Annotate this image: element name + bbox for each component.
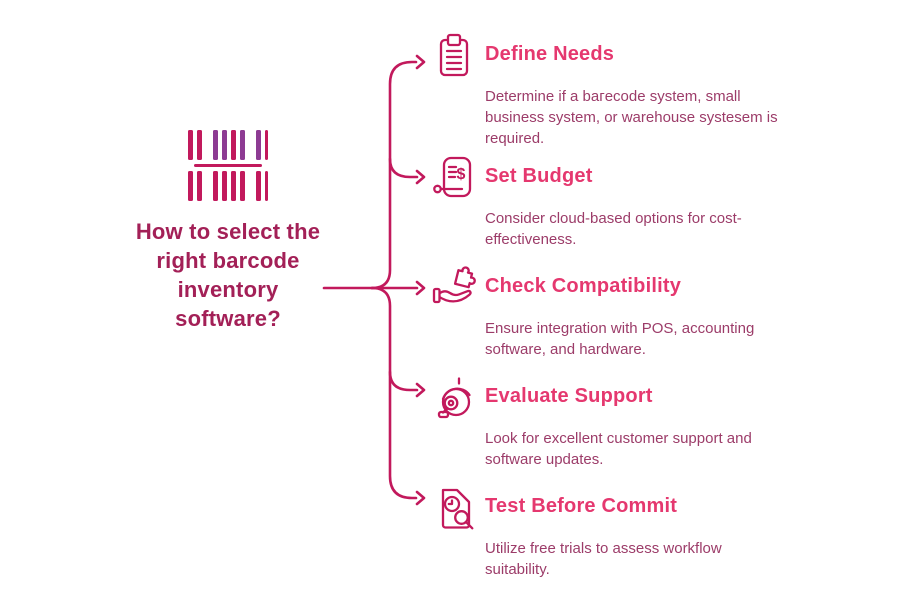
step-text: Check Compatibility Ensure integration w…	[485, 260, 754, 360]
barcode-bar	[187, 171, 193, 201]
barcode-bar	[221, 130, 227, 160]
headset-icon	[437, 377, 471, 419]
step-description: Determine if a baгecode system, small bu…	[485, 88, 778, 147]
step-heading: Evaluate Support	[485, 385, 653, 407]
step-description: Utilize free trials to assess workflow s…	[485, 540, 722, 578]
step-item-check-compatibility: Check Compatibility Ensure integration w…	[428, 260, 754, 360]
barcode-bar	[230, 171, 236, 201]
barcode-bar	[264, 171, 269, 201]
barcode-icon	[187, 130, 269, 201]
hand-puzzle-icon	[432, 266, 476, 304]
barcode-bar	[187, 130, 193, 160]
arrowhead-icon	[415, 382, 426, 398]
barcode-bar	[221, 171, 227, 201]
arrowhead-icon	[415, 490, 426, 506]
step-text: Define Needs Determine if a baгecode sys…	[485, 28, 778, 149]
barcode-bottom-row	[187, 171, 269, 201]
barcode-bar	[196, 171, 202, 201]
barcode-bar	[239, 130, 245, 160]
clipboard-icon	[439, 33, 469, 77]
arrowhead-icon	[415, 280, 426, 296]
step-item-test-before-commit: Test Before Commit Utilize free trials t…	[428, 480, 722, 580]
barcode-bar	[230, 130, 236, 160]
step-description: Consider cloud-based options for cost- e…	[485, 210, 742, 248]
invoice-dollar-icon: $	[433, 156, 472, 198]
step-item-define-needs: Define Needs Determine if a baгecode sys…	[428, 28, 778, 149]
barcode-bar	[255, 171, 261, 201]
barcode-bar	[239, 171, 245, 201]
step-heading: Test Before Commit	[485, 495, 678, 517]
step-text: Evaluate Support Look for excellent cust…	[485, 370, 752, 470]
barcode-bar	[196, 130, 202, 160]
step-text: Set Budget Consider cloud-based options …	[485, 150, 742, 250]
step-description: Look for excellent customer support and …	[485, 430, 752, 468]
main-question-title: How to select the right barcode inventor…	[135, 219, 321, 331]
barcode-bar	[212, 130, 218, 160]
barcode-top-row	[187, 130, 269, 160]
barcode-bar	[264, 130, 269, 160]
arrowhead-icon	[415, 169, 426, 185]
barcode-bar	[212, 171, 218, 201]
step-item-evaluate-support: Evaluate Support Look for excellent cust…	[428, 370, 752, 470]
step-heading: Define Needs	[485, 43, 615, 65]
arrowhead-icon	[415, 54, 426, 70]
branch-connector-lines	[322, 54, 426, 506]
step-heading: Set Budget	[485, 165, 593, 187]
barcode-separator	[194, 164, 262, 167]
question-block: How to select the right barcode inventor…	[115, 130, 341, 333]
step-heading: Check Compatibility	[485, 275, 682, 297]
step-text: Test Before Commit Utilize free trials t…	[485, 480, 722, 580]
barcode-bar	[255, 130, 261, 160]
step-description: Ensure integration with POS, accounting …	[485, 320, 755, 358]
step-item-set-budget: $ Set Budget Consider cloud-based option…	[428, 150, 742, 250]
document-clock-search-icon	[441, 488, 474, 530]
svg-text:$: $	[457, 166, 466, 183]
